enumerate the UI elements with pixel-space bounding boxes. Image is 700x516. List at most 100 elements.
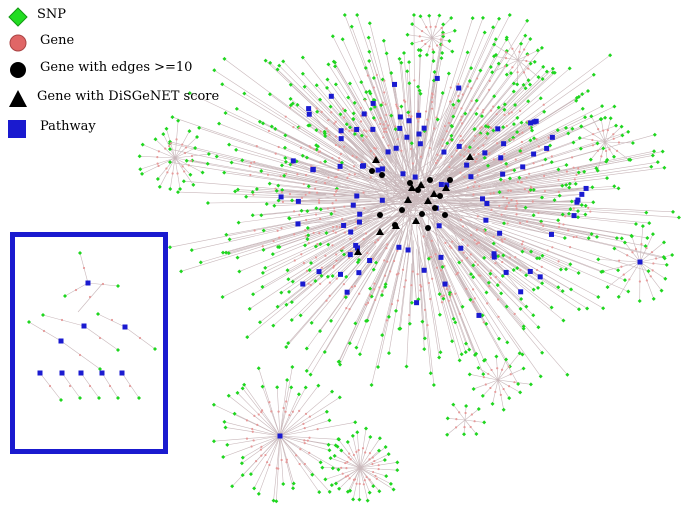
pathway-node: [491, 254, 497, 260]
node-layer: [27, 13, 681, 504]
gene-node: [282, 406, 285, 410]
snp-node: [300, 55, 305, 60]
snp-node: [603, 115, 608, 120]
snp-node: [153, 347, 157, 351]
gene-node: [363, 129, 366, 132]
pathway-node: [379, 197, 385, 203]
snp-node: [497, 190, 502, 195]
gene-node: [385, 130, 388, 134]
gene-node: [341, 217, 344, 221]
gene-node: [396, 107, 399, 110]
snp-node: [478, 68, 483, 73]
gene-node: [462, 251, 465, 254]
snp-node: [552, 70, 557, 75]
gene-node: [431, 277, 434, 280]
snp-node: [330, 466, 335, 471]
pathway-node: [361, 163, 367, 169]
snp-node: [440, 51, 445, 56]
gene-node: [358, 482, 361, 485]
gene-node: [245, 437, 249, 440]
pathway-node: [416, 131, 422, 137]
gene-node: [319, 130, 322, 133]
gene-node: [171, 172, 174, 175]
gene-node: [573, 178, 576, 181]
gene-node: [514, 204, 518, 208]
gene-node: [392, 259, 396, 263]
snp-node: [368, 286, 373, 291]
snp-node: [340, 37, 345, 42]
pathway-node: [537, 274, 543, 280]
gene-node: [525, 176, 528, 179]
gene-node: [503, 237, 506, 241]
pathway-node: [549, 134, 555, 140]
gene-node: [390, 303, 393, 306]
gene-node: [260, 411, 263, 414]
snp-node: [314, 147, 319, 152]
snp-node: [536, 285, 541, 290]
gene-node: [506, 165, 509, 168]
snp-node: [382, 457, 387, 462]
gene-node: [270, 410, 273, 413]
gene-node: [562, 223, 565, 226]
pathway-node: [421, 125, 427, 131]
snp-node: [222, 419, 227, 424]
gene-node: [276, 229, 279, 232]
gene-node: [489, 276, 492, 279]
gene-node: [508, 256, 511, 259]
gene-node: [384, 120, 387, 123]
snp-node: [528, 82, 533, 87]
gene-node: [408, 313, 411, 317]
snp-node: [328, 104, 333, 109]
gene-node: [164, 147, 167, 150]
snp-node: [511, 135, 516, 140]
gene-node: [457, 94, 460, 98]
gene-node: [504, 57, 508, 60]
gene-node: [335, 225, 338, 228]
gene-node: [298, 409, 301, 412]
gene-node: [347, 456, 350, 459]
snp-node: [464, 341, 469, 346]
gene-node: [371, 456, 374, 459]
snp-node: [289, 300, 294, 305]
gene-node: [386, 243, 389, 246]
gene-node: [502, 196, 505, 199]
gene-node: [575, 235, 578, 239]
gene-node: [319, 217, 322, 221]
gene-node: [372, 257, 375, 260]
gene-node: [372, 470, 375, 474]
snp-node: [323, 159, 328, 164]
gene-node: [430, 107, 434, 110]
snp-node: [447, 39, 452, 44]
gene-node: [439, 38, 442, 41]
snp-node: [483, 357, 488, 362]
gene-node: [469, 425, 472, 429]
snp-node: [256, 366, 261, 371]
snp-node: [586, 236, 591, 241]
snp-node: [504, 357, 509, 362]
pathway-node: [404, 134, 410, 140]
snp-node: [595, 168, 600, 173]
snp-node: [569, 199, 574, 204]
snp-node: [468, 297, 473, 302]
snp-node: [576, 170, 581, 175]
snp-node: [580, 106, 585, 111]
gene-node: [88, 295, 92, 299]
gene-node: [465, 287, 468, 290]
snp-node: [575, 209, 580, 214]
snp-node: [482, 155, 487, 160]
snp-node: [501, 253, 506, 258]
edge: [358, 212, 405, 273]
gene-node: [343, 145, 346, 148]
gene-node: [327, 118, 330, 122]
snp-node: [410, 22, 415, 27]
gene-node: [251, 427, 254, 431]
snp-node: [377, 436, 382, 441]
snp-node: [630, 140, 635, 145]
snp-node: [307, 123, 312, 128]
snp-node: [367, 21, 372, 26]
gene-node: [325, 299, 328, 302]
snp-node: [236, 220, 241, 225]
snp-node: [417, 88, 422, 93]
snp-node: [187, 129, 192, 134]
snp-node: [450, 339, 455, 344]
